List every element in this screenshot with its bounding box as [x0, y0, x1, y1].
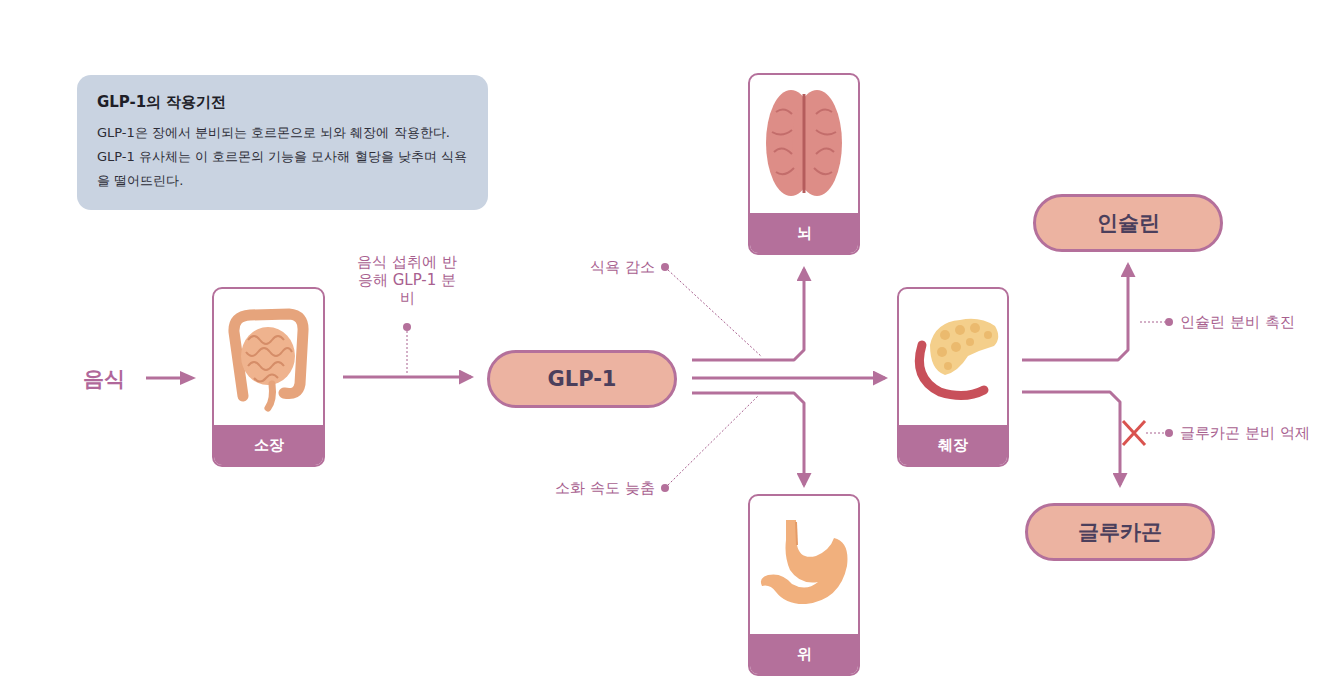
- hormone-pill: GLP-1: [487, 350, 677, 408]
- inhibit-cross: [1123, 421, 1145, 445]
- node-label: 소장: [254, 436, 284, 455]
- label-band: 소장: [214, 425, 323, 465]
- info-box: GLP-1의 작용기전 GLP-1은 장에서 분비되는 호르몬으로 뇌와 췌장에 …: [77, 75, 488, 210]
- node-label: GLP-1: [548, 367, 617, 391]
- node-label: 췌장: [938, 436, 968, 455]
- node-label: 글루카곤: [1078, 518, 1162, 546]
- node-label: 뇌: [797, 224, 812, 243]
- organ-card: 뇌: [748, 73, 860, 255]
- organ-card: 위: [748, 494, 860, 676]
- flow-arrow: [1022, 392, 1120, 485]
- food-arrow-head: [180, 371, 196, 385]
- organ-card: 소장: [212, 287, 325, 467]
- stomach-illustration: [761, 520, 848, 604]
- leader-lines: [407, 270, 1165, 485]
- organ-card: 췌장: [897, 287, 1009, 467]
- callout-label: 인슐린 분비 촉진: [1180, 313, 1295, 331]
- callout-label: 소화 속도 늦춤: [555, 479, 655, 497]
- node-label: 인슐린: [1097, 209, 1160, 237]
- pancreas-illustration: [919, 319, 998, 396]
- label-band: 뇌: [750, 213, 858, 253]
- callout-label: 음식 섭취에 반응해 GLP-1 분비: [357, 253, 457, 307]
- brain-illustration: [766, 90, 842, 196]
- flow-arrow: [692, 269, 804, 360]
- leader-dots: [403, 263, 1173, 492]
- hormone-pill: 인슐린: [1033, 194, 1223, 252]
- callout-label: 글루카곤 분비 억제: [1180, 424, 1310, 442]
- flow-arrow: [692, 393, 804, 485]
- hormone-pill: 글루카곤: [1025, 503, 1215, 561]
- flow-arrow: [1022, 265, 1128, 360]
- callout-label: 식욕 감소: [590, 258, 655, 276]
- flow-arrow: [692, 377, 885, 380]
- intestine-illustration: [234, 314, 303, 408]
- input-label: 음식: [83, 365, 125, 393]
- label-band: 췌장: [899, 425, 1007, 465]
- box-heading: GLP-1의 작용기전: [97, 93, 468, 112]
- flow-arrow: [343, 376, 471, 379]
- food-arrow: [146, 377, 182, 380]
- node-label: 위: [797, 645, 812, 664]
- label-band: 위: [750, 634, 858, 674]
- box-body: GLP-1은 장에서 분비되는 호르몬으로 뇌와 췌장에 작용한다. GLP-1…: [97, 121, 467, 193]
